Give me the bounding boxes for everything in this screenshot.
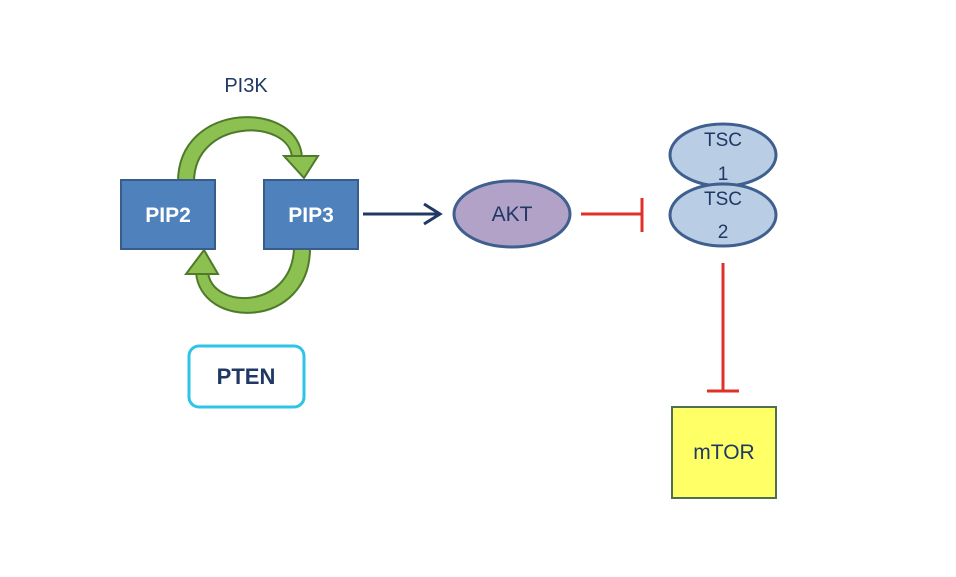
pip3-label: PIP3: [288, 204, 334, 227]
pten-node: PTEN: [187, 344, 306, 409]
pip3-node: PIP3: [263, 179, 359, 250]
pip2-label: PIP2: [145, 204, 191, 227]
inhibition-akt-tsc: [581, 198, 644, 232]
pten-cycle-arrow: [184, 247, 312, 314]
activation-arrow-pip3-akt: [363, 202, 443, 226]
tsc2-label-line1: TSC: [704, 189, 742, 210]
inhibition-tsc-mtor: [707, 263, 739, 393]
tsc2-label-line2: 2: [718, 222, 729, 243]
pi3k-label: PI3K: [224, 75, 268, 97]
tsc2-node: TSC 2: [668, 182, 778, 248]
pten-label: PTEN: [217, 364, 276, 389]
pi3k-cycle-arrow: [176, 116, 320, 183]
akt-label: AKT: [492, 203, 533, 226]
tsc1-label-line2: 1: [718, 164, 729, 185]
mtor-label: mTOR: [693, 441, 754, 464]
mtor-node: mTOR: [671, 406, 777, 499]
pip2-node: PIP2: [120, 179, 216, 250]
tsc1-node: TSC 1: [668, 122, 778, 188]
tsc1-label-line1: TSC: [704, 130, 742, 151]
akt-node: AKT: [452, 179, 572, 249]
